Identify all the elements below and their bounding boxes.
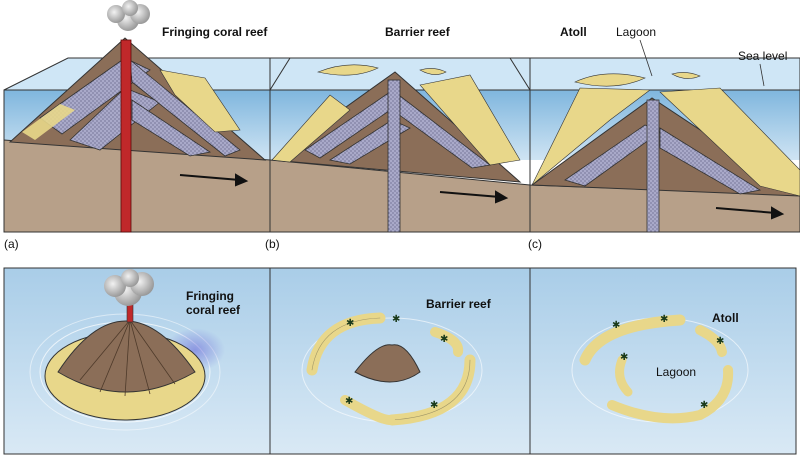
top-view-b: ✱ ✱ ✱ ✱ ✱ — [301, 312, 483, 426]
smoke-plume-a — [107, 0, 150, 31]
panel-letter-b: (b) — [265, 237, 280, 251]
conduit-b — [387, 79, 401, 233]
volcano-c — [530, 72, 800, 233]
topview-barrier-label: Barrier reef — [426, 297, 492, 311]
svg-text:✱: ✱ — [612, 320, 620, 331]
fringing-reef-label: Fringing coral reef — [162, 25, 268, 39]
topview-fringing-line2: coral reef — [186, 303, 241, 317]
volcano-b — [270, 64, 522, 233]
top-view-c: ✱ ✱ ✱ ✱ ✱ — [571, 314, 749, 424]
sea-level-label: Sea level — [738, 49, 787, 63]
svg-text:✱: ✱ — [345, 396, 353, 407]
conduit-c — [646, 99, 660, 233]
topview-atoll-label: Atoll — [712, 311, 739, 325]
topview-lagoon-label: Lagoon — [656, 365, 696, 379]
svg-text:✱: ✱ — [700, 400, 708, 411]
top-view-panels: Fringing coral reef ✱ ✱ ✱ ✱ ✱ Barrier re… — [3, 267, 797, 455]
panel-letter-c: (c) — [528, 237, 542, 251]
barrier-reef-label: Barrier reef — [385, 25, 451, 39]
panel-letter-a: (a) — [4, 237, 19, 251]
svg-text:✱: ✱ — [660, 314, 668, 325]
top-view-a — [29, 269, 225, 431]
cross-section-block — [3, 0, 800, 233]
atoll-label: Atoll — [560, 25, 587, 39]
lagoon-label: Lagoon — [616, 25, 656, 39]
smoke-plume-b — [104, 269, 154, 306]
svg-text:✱: ✱ — [346, 318, 354, 329]
svg-text:✱: ✱ — [716, 336, 724, 347]
volcano-a — [8, 0, 267, 233]
magma-conduit — [120, 39, 132, 233]
svg-text:✱: ✱ — [620, 352, 628, 363]
svg-text:✱: ✱ — [392, 314, 400, 325]
plate-motion-arrows — [179, 173, 785, 220]
svg-text:✱: ✱ — [430, 400, 438, 411]
svg-text:✱: ✱ — [440, 334, 448, 345]
topview-fringing-line1: Fringing — [186, 289, 234, 303]
